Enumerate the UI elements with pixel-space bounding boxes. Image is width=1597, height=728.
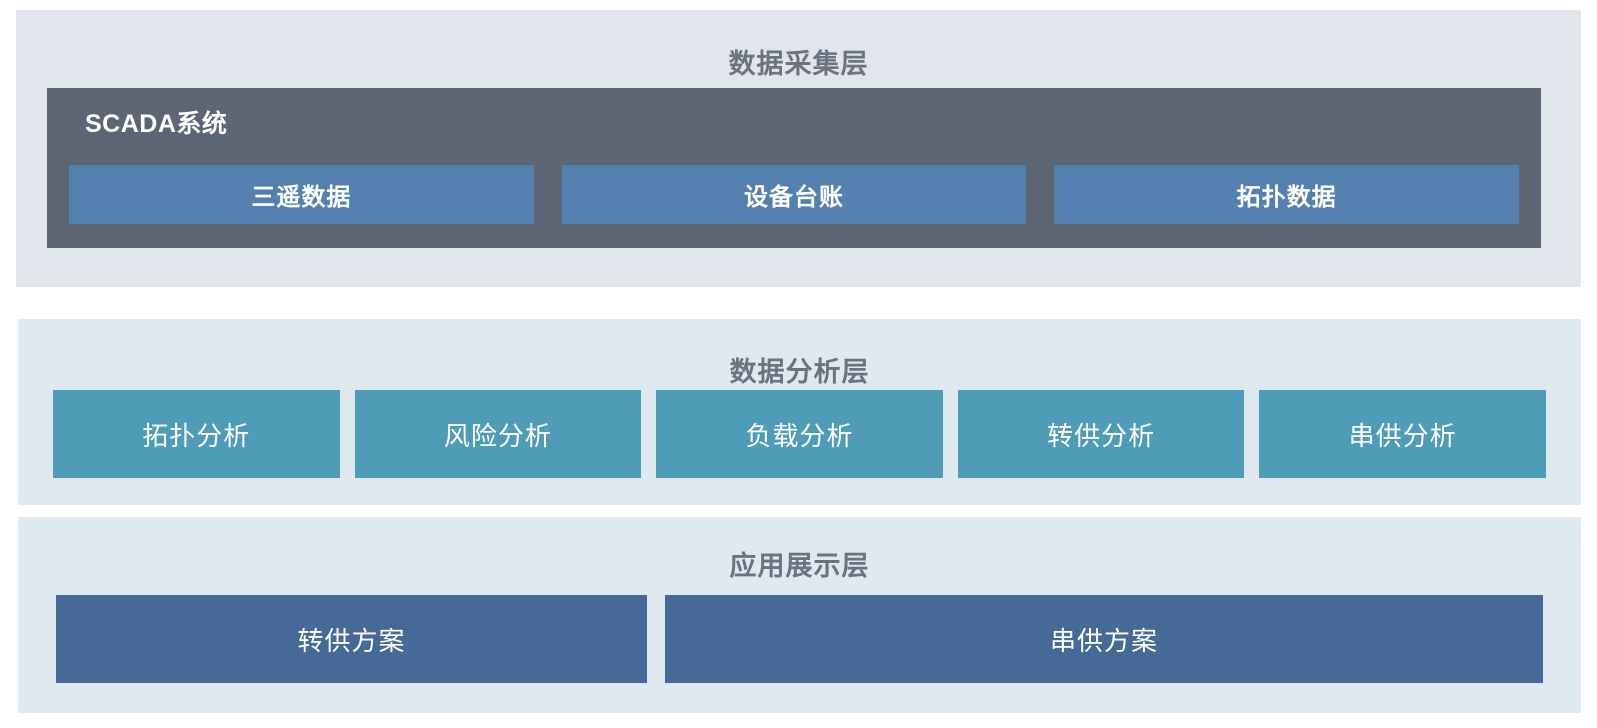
scada-item-equipment-ledger[interactable]: 设备台账 — [561, 165, 1027, 224]
application-item-transfer-supply-plan[interactable]: 转供方案 — [56, 595, 647, 683]
application-item-list: 转供方案 串供方案 — [56, 595, 1543, 683]
analysis-item-topology[interactable]: 拓扑分析 — [53, 390, 340, 478]
layer-panel-data-analysis: 数据分析层 拓扑分析 风险分析 负载分析 转供分析 串供分析 — [18, 319, 1581, 505]
layer-panel-application-display: 应用展示层 转供方案 串供方案 — [18, 517, 1581, 713]
scada-item-telemetry-data[interactable]: 三遥数据 — [69, 165, 534, 224]
analysis-item-list: 拓扑分析 风险分析 负载分析 转供分析 串供分析 — [53, 390, 1546, 478]
analysis-item-transfer-supply[interactable]: 转供分析 — [957, 390, 1245, 478]
scada-system-label: SCADA系统 — [85, 110, 228, 138]
analysis-item-risk[interactable]: 风险分析 — [354, 390, 642, 478]
layer-panel-data-collection: 数据采集层 SCADA系统 三遥数据 设备台账 拓扑数据 — [16, 10, 1581, 287]
layer-title-data-collection: 数据采集层 — [728, 49, 869, 79]
scada-item-list: 三遥数据 设备台账 拓扑数据 — [69, 165, 1520, 224]
layer-title-data-analysis: 数据分析层 — [729, 357, 870, 387]
analysis-item-load[interactable]: 负载分析 — [656, 390, 943, 478]
application-item-series-supply-plan[interactable]: 串供方案 — [664, 595, 1543, 683]
scada-system-group: SCADA系统 三遥数据 设备台账 拓扑数据 — [47, 88, 1541, 248]
layer-title-application-display: 应用展示层 — [729, 551, 870, 581]
analysis-item-series-supply[interactable]: 串供分析 — [1259, 390, 1546, 478]
scada-item-topology-data[interactable]: 拓扑数据 — [1054, 165, 1520, 224]
